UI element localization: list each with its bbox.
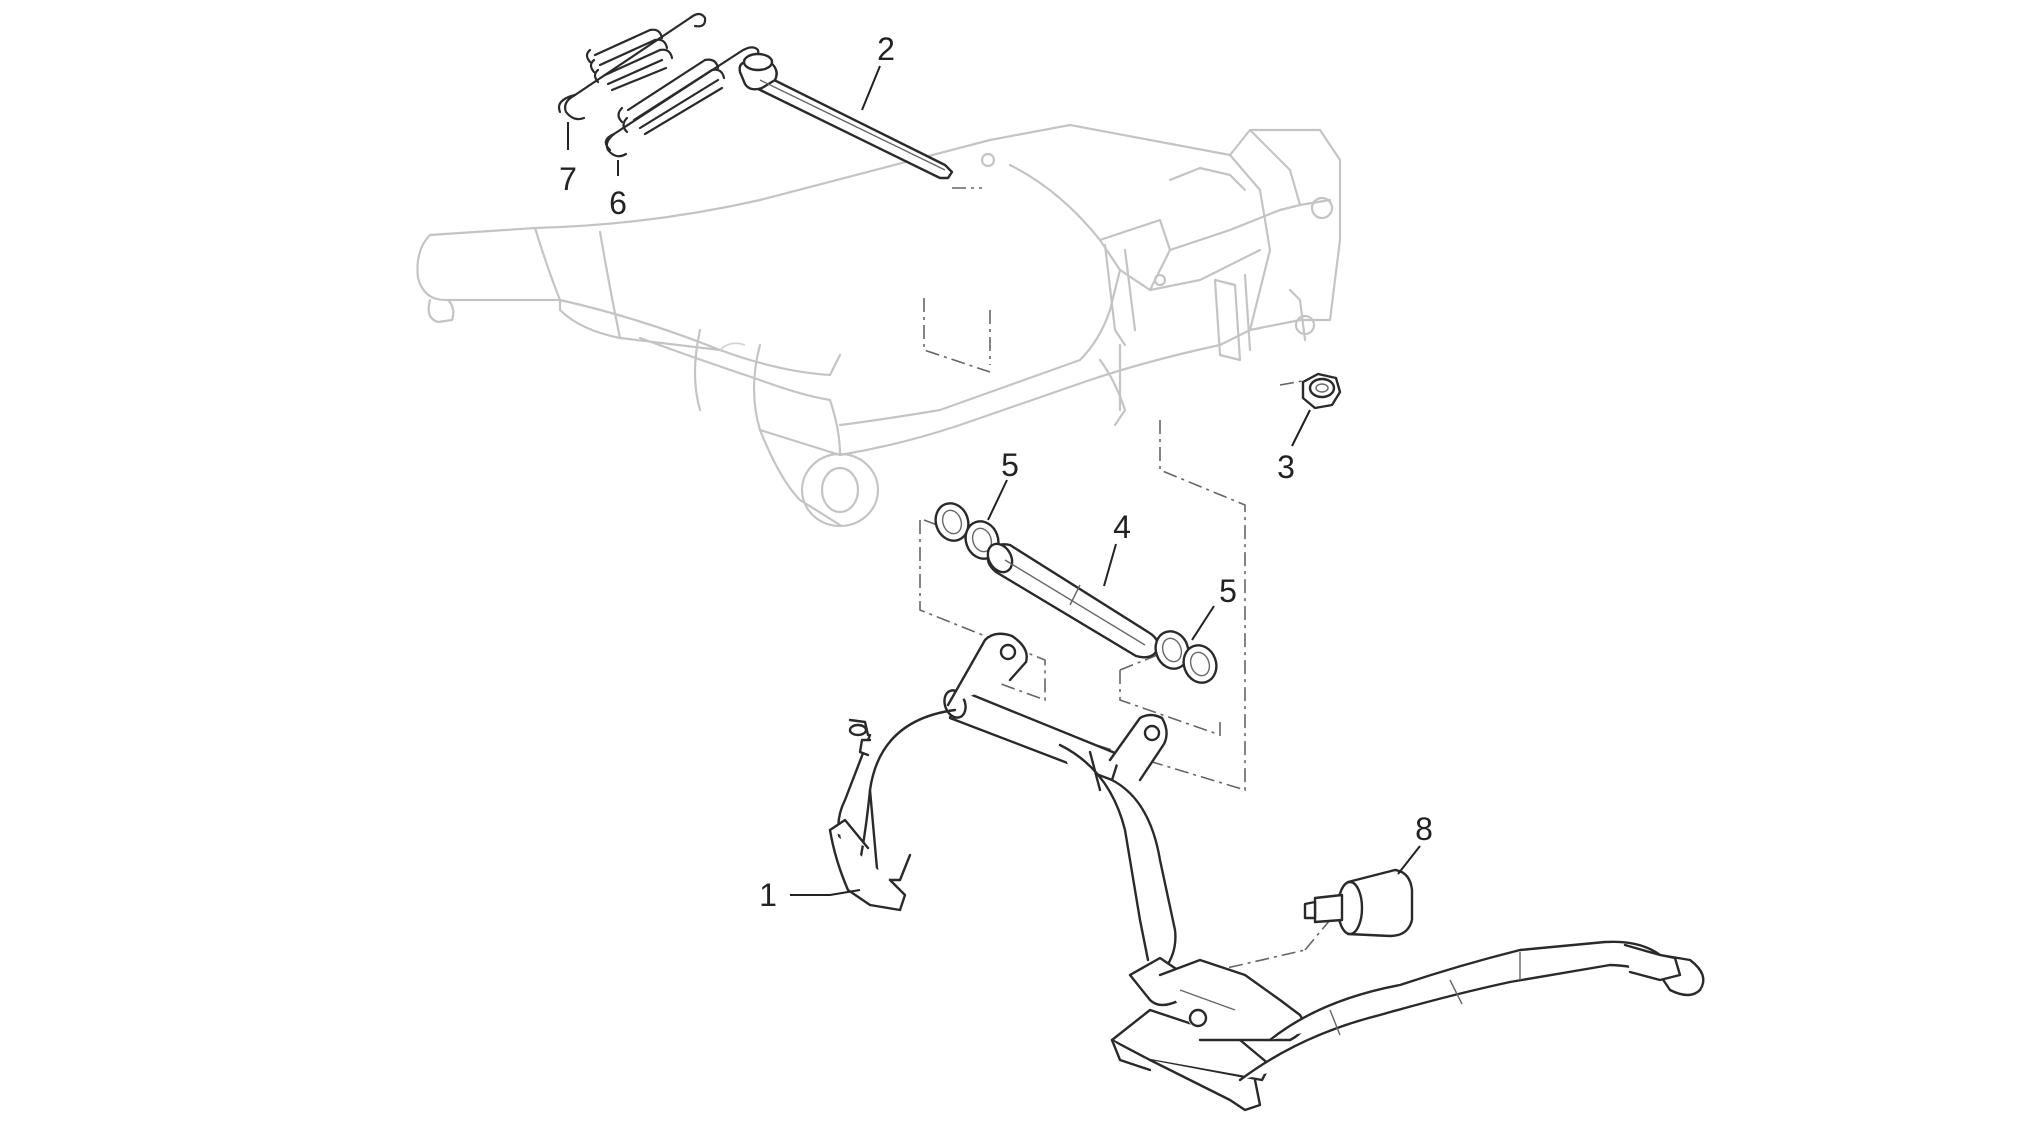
callout-6: 6 (609, 160, 627, 221)
callout-1-label: 1 (759, 877, 777, 913)
callout-2: 2 (861, 31, 895, 111)
washer-pair-5-right (1154, 630, 1218, 684)
callout-6-label: 6 (609, 185, 627, 221)
callout-3: 3 (1277, 409, 1311, 485)
center-stand-1 (828, 632, 1305, 1112)
long-bolt-2 (738, 52, 954, 180)
callout-8: 8 (1397, 811, 1433, 875)
callout-1: 1 (759, 877, 861, 913)
rubber-stop-8 (1303, 868, 1414, 938)
callout-5-left-label: 5 (1001, 447, 1019, 483)
callout-2-label: 2 (877, 31, 895, 67)
callout-8-label: 8 (1415, 811, 1433, 847)
callout-3-label: 3 (1277, 449, 1295, 485)
swingarm-frame-ghost (416, 123, 1342, 528)
spring-7 (557, 12, 707, 121)
callout-4: 4 (1103, 509, 1131, 587)
pivot-pin-4 (986, 542, 1159, 659)
callout-7-label: 7 (559, 161, 577, 197)
callout-5-right-label: 5 (1219, 573, 1237, 609)
callout-7: 7 (559, 122, 577, 197)
nut-3 (1301, 372, 1342, 410)
callout-4-label: 4 (1113, 509, 1131, 545)
callout-5-left: 5 (987, 447, 1019, 521)
callout-5-right: 5 (1191, 573, 1237, 641)
kick-lever (1238, 940, 1705, 1082)
